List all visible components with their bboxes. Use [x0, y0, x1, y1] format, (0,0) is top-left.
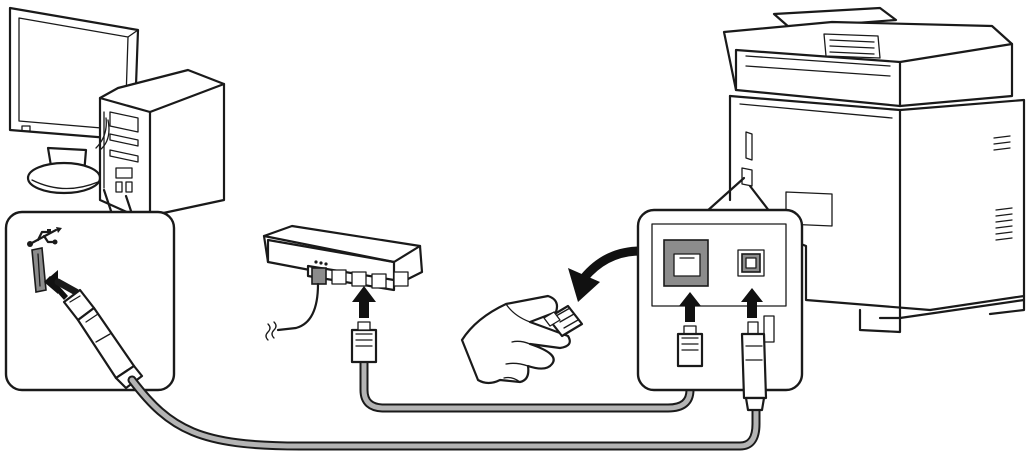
- usb-b-plug: [740, 321, 768, 412]
- usb-callout-panel: [4, 188, 176, 392]
- rj45-plug-printer: [676, 325, 704, 368]
- hub-power-cord: [276, 282, 320, 332]
- hand-removing-plug: [460, 294, 584, 385]
- rj45-plug-hub: [350, 321, 378, 364]
- hub-ports: [311, 260, 409, 289]
- tower: [95, 68, 226, 220]
- usb-cable: [127, 375, 761, 451]
- printer-usb-arrow: [741, 288, 763, 318]
- usb-port: [31, 247, 47, 293]
- printer-usb-port: [737, 249, 765, 277]
- computer: [8, 6, 226, 220]
- network-hub: [262, 224, 424, 364]
- ethernet-cable: [359, 355, 695, 413]
- hub-insert-arrow: [352, 286, 376, 318]
- printer-port-panel: [636, 208, 804, 412]
- printer: [704, 6, 1026, 334]
- printer-ethernet-port: [663, 239, 709, 287]
- usb-icon: [27, 227, 62, 247]
- printer-eth-arrow: [679, 292, 701, 322]
- rj45-plug-hand: [543, 304, 584, 338]
